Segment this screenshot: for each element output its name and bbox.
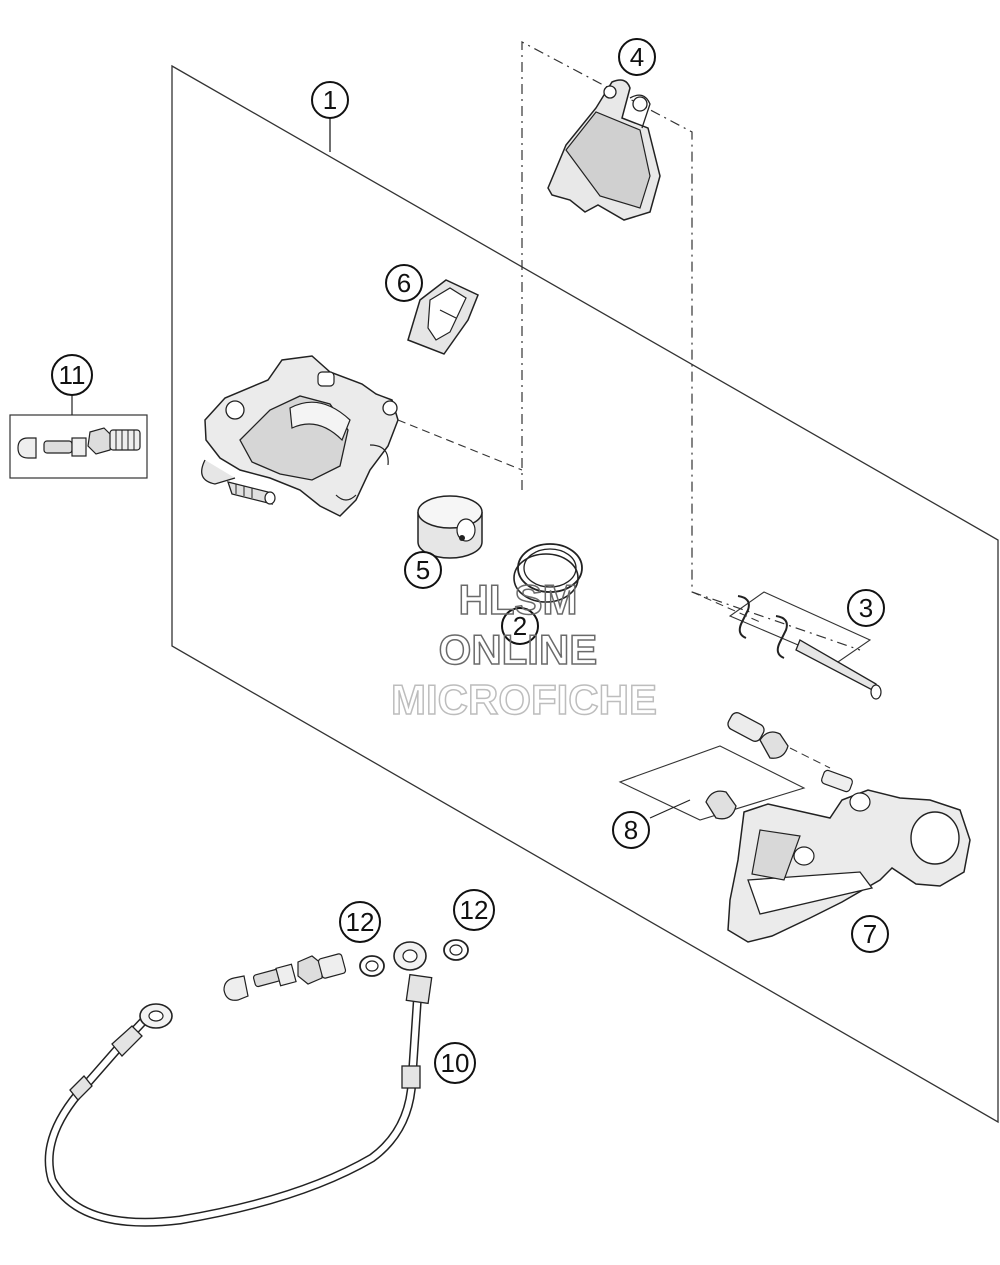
svg-text:12: 12: [346, 907, 375, 937]
svg-text:12: 12: [460, 895, 489, 925]
hose-fittings-drawing: [223, 939, 469, 1001]
svg-text:3: 3: [859, 593, 873, 623]
callout-4: 4: [618, 38, 656, 76]
callout-12-left: 12: [339, 901, 381, 943]
pin-and-clips-drawing: [691, 591, 882, 700]
bracket-dash-line: [789, 747, 831, 769]
svg-text:ONLINE: ONLINE: [439, 626, 598, 673]
seal-kit-drawing: [513, 543, 583, 603]
callout-2: 2: [501, 607, 539, 645]
callout-7: 7: [851, 915, 889, 953]
callout-1: 1: [311, 81, 349, 119]
caliper-dash-line: [397, 419, 523, 471]
bleed-kit-box: [9, 394, 148, 479]
pad-spring-drawing: [407, 279, 479, 355]
callout-10: 10: [434, 1042, 476, 1084]
svg-text:2: 2: [513, 611, 527, 641]
brake-hose-drawing: [44, 941, 433, 1227]
callout-3: 3: [847, 589, 885, 627]
brake-pads-drawing: [547, 79, 661, 221]
caliper-body-drawing: [201, 355, 399, 517]
callout-5: 5: [404, 551, 442, 589]
piston-drawing: [417, 495, 483, 559]
svg-text:5: 5: [416, 555, 430, 585]
assembly-outline-main: [171, 64, 999, 1124]
svg-text:10: 10: [441, 1048, 470, 1078]
svg-text:MICROFICHE: MICROFICHE: [391, 676, 657, 723]
callout-11: 11: [51, 354, 93, 396]
svg-text:6: 6: [397, 268, 411, 298]
callout-12-right: 12: [453, 889, 495, 931]
svg-text:11: 11: [59, 360, 86, 390]
svg-text:HLSM: HLSM: [459, 576, 578, 623]
svg-text:4: 4: [630, 42, 644, 72]
callout-6: 6: [385, 264, 423, 302]
svg-text:1: 1: [323, 85, 337, 115]
callout-8: 8: [612, 811, 650, 849]
svg-text:7: 7: [863, 919, 877, 949]
watermark: HLSM ONLINE MICROFICHE: [390, 575, 658, 724]
bracket-bolts-drawing: [618, 712, 806, 821]
caliper-bracket-drawing: [727, 769, 971, 943]
svg-text:8: 8: [624, 815, 638, 845]
